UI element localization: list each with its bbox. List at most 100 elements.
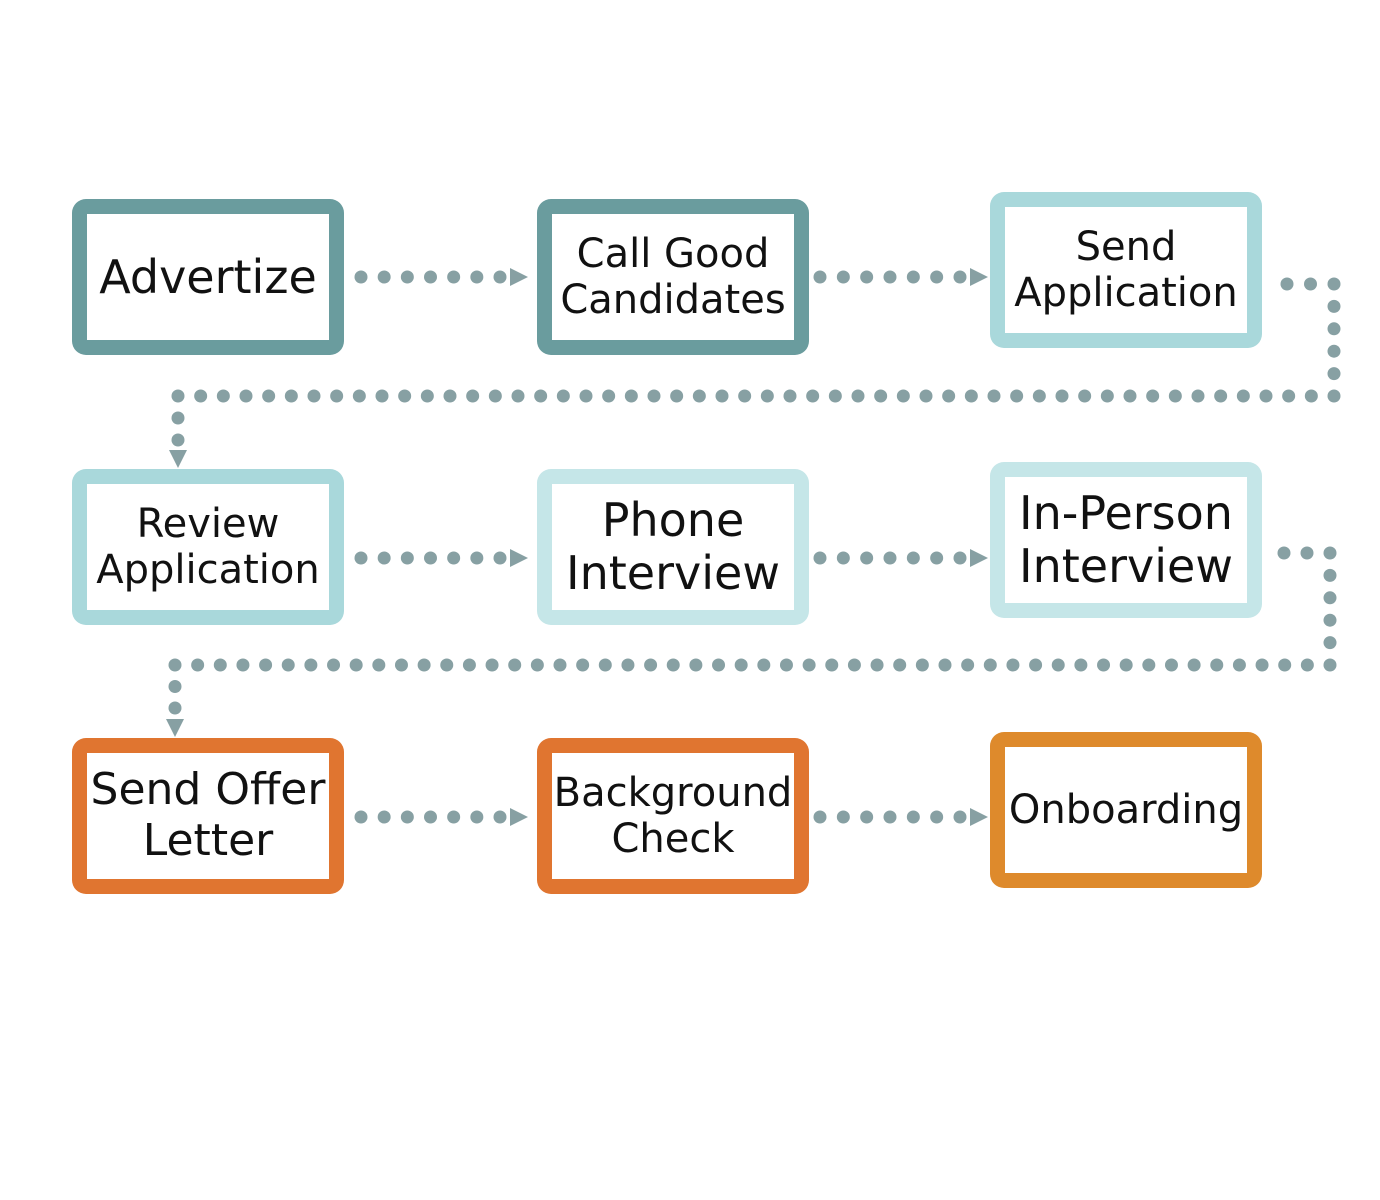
connector-dot (447, 551, 461, 565)
node-phone-interview: Phone Interview (537, 469, 809, 625)
connector-dot (893, 658, 907, 672)
connector-dot (1214, 389, 1228, 403)
connector-dot (281, 658, 295, 672)
connector-dot (883, 551, 897, 565)
connector-dot (534, 389, 548, 403)
connector-dot (883, 810, 897, 824)
connector-dot (847, 658, 861, 672)
connector-dot (1277, 546, 1291, 560)
connector-dot (860, 270, 874, 284)
connector-dot (987, 389, 1001, 403)
connector-review-to-phone (354, 551, 507, 565)
connector-dot (377, 270, 391, 284)
connector-dot (1327, 299, 1341, 313)
connector-dot (1010, 389, 1024, 403)
connector-dot (168, 680, 182, 693)
connector-dot (417, 658, 431, 672)
connector-dot (168, 658, 182, 672)
connector-dot (327, 658, 341, 672)
connector-dot (213, 658, 227, 672)
connector-dot (715, 389, 729, 403)
connector-dot (953, 810, 967, 824)
connector-dot (1119, 658, 1133, 672)
connector-inperson-to-offer-arrowhead (166, 719, 184, 737)
connector-dot (1327, 367, 1341, 381)
connector-background-to-onboarding (813, 810, 967, 824)
connector-dot (424, 551, 437, 565)
connector-dot (1282, 389, 1296, 403)
connector-dot (919, 389, 933, 403)
connector-background-to-onboarding-arrowhead (970, 808, 988, 826)
connector-dot (602, 389, 616, 403)
connector-dot (400, 551, 414, 565)
connector-dot (757, 658, 771, 672)
connector-dot (1323, 636, 1337, 650)
connector-dot (851, 389, 865, 403)
connector-advertize-to-call (354, 270, 507, 284)
connector-dot (1259, 389, 1273, 403)
connector-dot (1187, 658, 1201, 672)
connector-dot (738, 389, 752, 403)
connector-dot (779, 658, 793, 672)
connector-dot (783, 389, 797, 403)
connector-dot (1078, 389, 1092, 403)
node-label: Advertize (99, 249, 317, 304)
connector-dot (1100, 389, 1114, 403)
connector-dot (953, 270, 967, 284)
connector-dot (1327, 344, 1341, 358)
connector-dot (1304, 389, 1318, 403)
connector-dot (470, 551, 484, 565)
connector-dot (624, 389, 638, 403)
connector-dot (860, 551, 874, 565)
connector-dot (930, 270, 944, 284)
connector-dot (1327, 389, 1341, 403)
connector-dot (447, 810, 461, 824)
connector-dot (1051, 658, 1065, 672)
connector-dot (424, 270, 437, 284)
connector-dot (1278, 658, 1292, 672)
connector-dot (304, 658, 318, 672)
connector-dot (1323, 568, 1337, 582)
connector-call-to-send-application (813, 270, 967, 284)
connector-dot (670, 389, 684, 403)
connector-dot (330, 389, 344, 403)
connector-dot (1029, 658, 1043, 672)
connector-dot (896, 389, 910, 403)
connector-dot (1323, 658, 1337, 672)
connector-dot (171, 411, 185, 425)
connector-dot (493, 810, 507, 824)
connector-phone-to-inperson (813, 551, 967, 565)
connector-dot (354, 270, 368, 284)
connector-dot (666, 658, 680, 672)
connector-phone-to-inperson-arrowhead (970, 549, 988, 567)
connector-dot (938, 658, 952, 672)
connector-dot (1210, 658, 1224, 672)
connector-dot (352, 389, 366, 403)
connector-dot (689, 658, 703, 672)
connector-dot (1323, 613, 1337, 627)
connector-dot (802, 658, 816, 672)
node-review-application: Review Application (72, 469, 344, 625)
connector-dot (424, 810, 437, 824)
connector-dot (813, 551, 827, 565)
connector-dot (284, 389, 298, 403)
connector-dot (400, 270, 414, 284)
connector-dot (906, 551, 920, 565)
connector-dot (530, 658, 544, 672)
connector-dot (377, 810, 391, 824)
connector-dot (647, 389, 661, 403)
connector-dot (440, 658, 454, 672)
connector-offer-to-background (354, 810, 507, 824)
connector-dot (1327, 322, 1341, 336)
connector-dot (930, 810, 944, 824)
node-in-person-interview: In-Person Interview (990, 462, 1262, 618)
connector-dot (354, 810, 368, 824)
connector-dot (579, 389, 593, 403)
connector-dot (1191, 389, 1205, 403)
connector-dot (349, 658, 363, 672)
connector-dot (553, 658, 567, 672)
connector-dot (511, 389, 525, 403)
connector-dot (556, 389, 570, 403)
connector-dot (171, 433, 185, 447)
connector-dot (191, 658, 205, 672)
